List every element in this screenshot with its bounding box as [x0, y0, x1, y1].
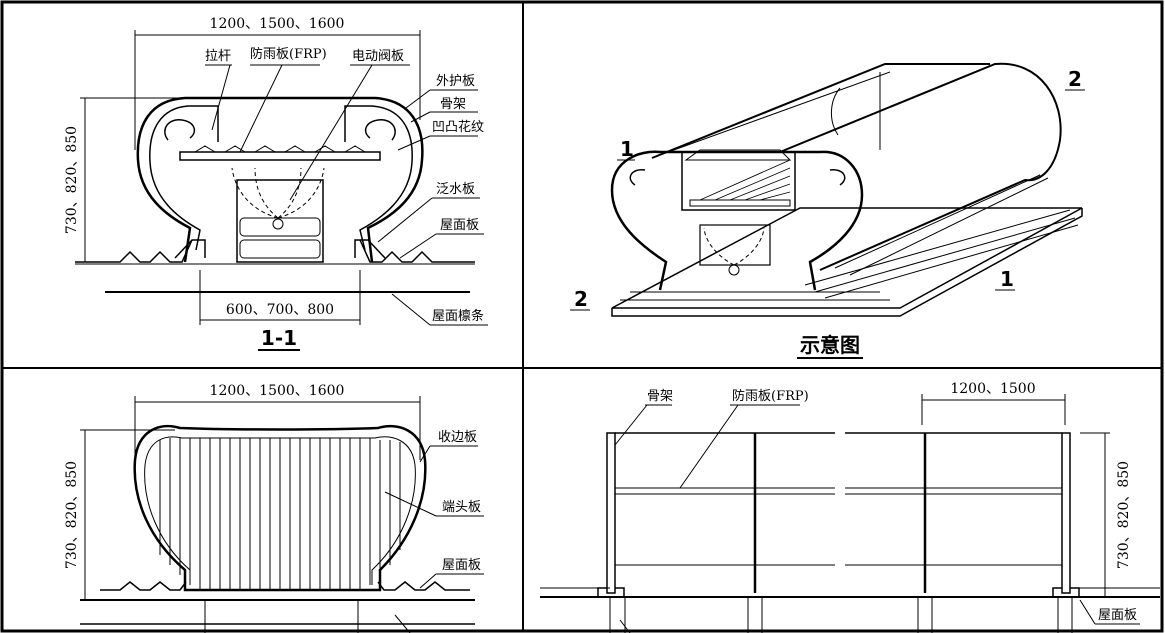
schematic-view [570, 62, 1085, 359]
label-edge-panel: 收边板 [438, 430, 477, 445]
schematic-mark-1-bottom: 1 [1000, 267, 1014, 291]
label-end-roof-panel: 屋面板 [442, 558, 481, 573]
end-view-roof-left [100, 581, 187, 591]
label-electric-valve: 电动阀板 [352, 49, 404, 64]
label-embossed: 凹凸花纹 [432, 119, 484, 135]
end-panel-outline [133, 424, 427, 592]
schematic-mark-2-top: 2 [1068, 67, 1082, 91]
label-end-panel: 端头板 [442, 500, 481, 515]
label-frame: 骨架 [440, 97, 466, 112]
flashing-right [354, 239, 386, 259]
label-rain-panel: 防雨板(FRP) [250, 46, 327, 62]
end-view-roof-right [377, 581, 470, 591]
ridge-vent-body [136, 96, 424, 263]
label-tie-rod: 拉杆 [205, 49, 231, 64]
end-view [80, 396, 484, 633]
schematic-front-profile [610, 150, 864, 291]
roof-sheet-left [75, 239, 193, 263]
section-1-1-title: 1-1 [261, 326, 297, 350]
label-purlin: 屋面檩条 [432, 308, 484, 324]
label-outer-panel: 外护板 [436, 74, 475, 89]
schematic-mark-2-bottom: 2 [574, 287, 588, 311]
side-left-post [606, 432, 616, 594]
end-view-width-dim: 1200、1500、1600 [210, 383, 345, 399]
end-view-height-dim: 730、820、850 [64, 461, 80, 569]
end-panel-ribs [159, 438, 401, 590]
roof-sheet-right [359, 239, 475, 263]
side-view [540, 394, 1160, 633]
label-roof-panel: 屋面板 [440, 218, 479, 233]
schematic-mark-1-top: 1 [620, 137, 634, 161]
section-1-1-base-dim: 600、700、800 [226, 302, 334, 318]
schematic-title: 示意图 [800, 333, 860, 357]
side-view-width-dim: 1200、1500 [950, 381, 1035, 397]
label-side-frame: 骨架 [647, 389, 673, 404]
label-flashing: 泛水板 [436, 182, 475, 197]
section-1-1-view [75, 30, 488, 351]
label-side-rain-panel: 防雨板(FRP) [732, 388, 809, 404]
schematic-top-left-edge [651, 63, 990, 159]
label-side-roof-panel: 屋面板 [1098, 608, 1137, 623]
schematic-top-right-edge [779, 62, 1062, 271]
side-view-height-dim: 730、820、850 [1116, 461, 1132, 569]
flashing-left [174, 239, 206, 259]
section-1-1-width-dim: 1200、1500、1600 [210, 16, 345, 32]
section-1-1-height-dim: 730、820、850 [64, 126, 80, 234]
rain-panel-section [179, 151, 381, 161]
side-right-post [1061, 432, 1071, 594]
